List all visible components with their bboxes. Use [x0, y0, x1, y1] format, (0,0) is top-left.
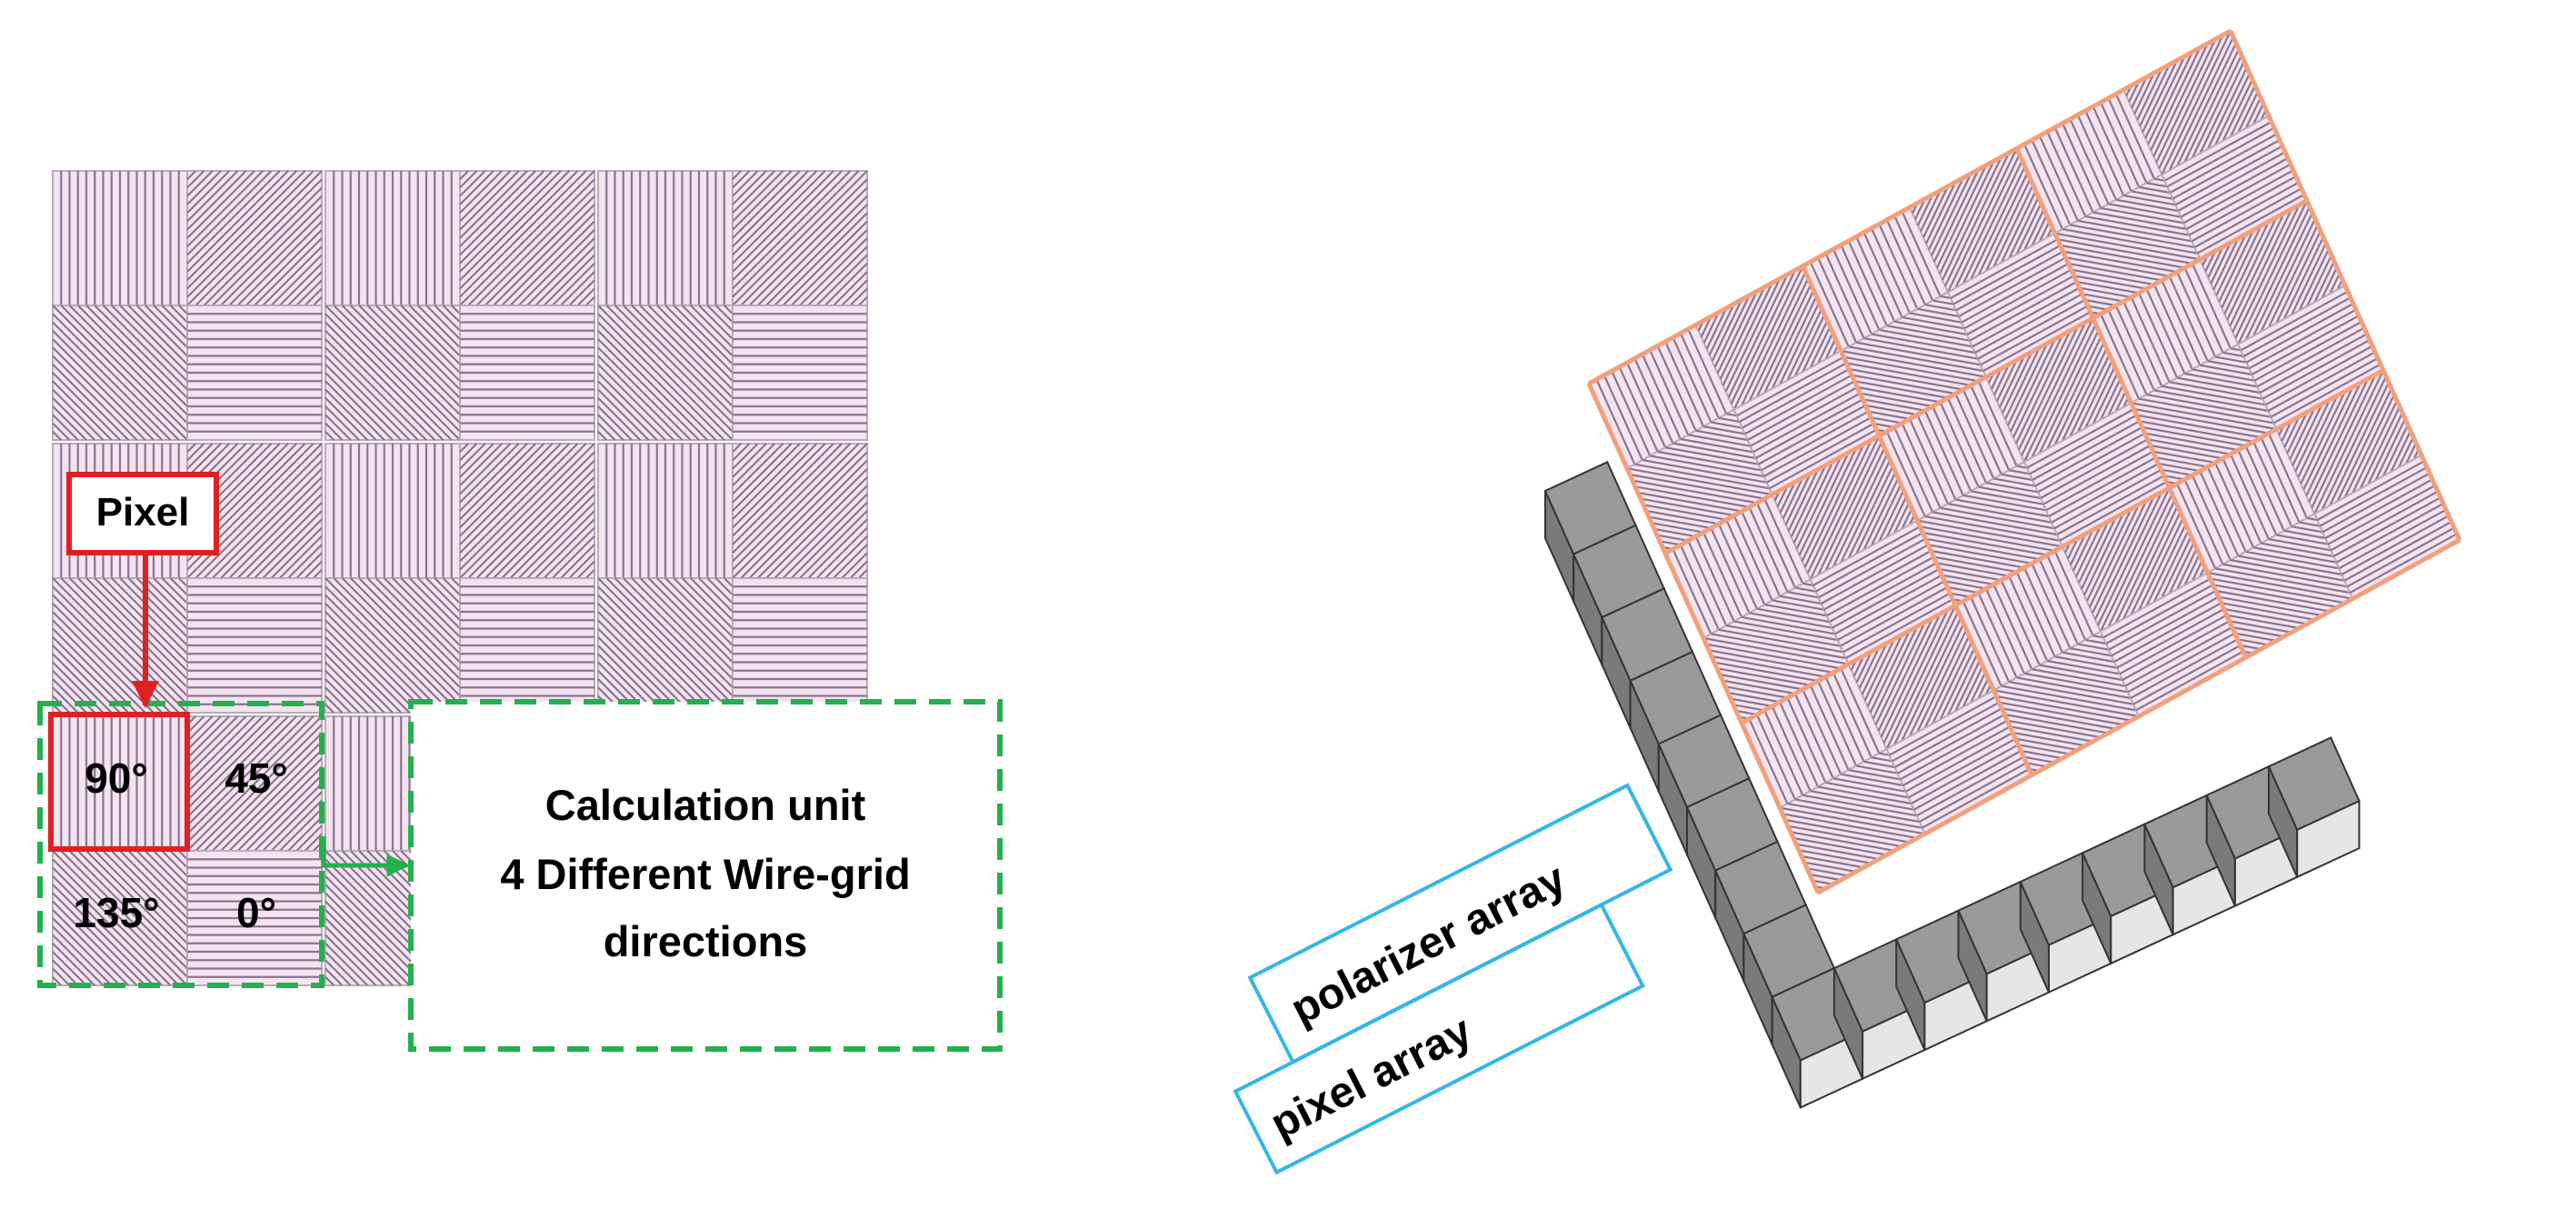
polarizer-tile [1663, 493, 1812, 640]
wire-grid-tile [52, 305, 188, 441]
polarizer-tile [2015, 88, 2163, 235]
polarizer-tile [1587, 323, 1735, 470]
wire-grid-tile [186, 443, 323, 579]
angle-label-0: 0° [236, 889, 276, 936]
wire-grid-tile [52, 170, 188, 306]
polarizer-unit-border [1816, 537, 2461, 895]
wire-grid-tile [459, 443, 595, 579]
angle-label-135: 135° [73, 889, 159, 936]
polarizer-tile [1984, 316, 2132, 464]
polarizer-array-3d [1586, 28, 2462, 895]
pixel-highlight-box [48, 712, 190, 852]
pixel-label: Pixel [96, 490, 190, 535]
wire-grid-tile [52, 715, 188, 852]
polarizer-tile [2313, 454, 2461, 601]
polarizer-tile [1908, 146, 2056, 294]
wire-grid-tile [324, 305, 461, 441]
polarizer-tile [2168, 427, 2316, 575]
callout-line-3: directions [604, 917, 808, 965]
wire-grid-tile [324, 443, 461, 579]
polarizer-tile [2061, 486, 2209, 634]
polarizer-tile [2099, 571, 2247, 718]
polarizer-tile [2206, 512, 2354, 659]
wire-grid-tile [324, 170, 461, 306]
polarizer-tile [1847, 604, 1995, 751]
polarizer-unit-border [1587, 28, 2232, 386]
polarizer-tile [2053, 173, 2202, 320]
wire-grid-tile [597, 305, 734, 441]
wire-grid-tile [186, 715, 323, 852]
polarizer-unit-border [2228, 29, 2462, 542]
wire-grid-tile [459, 170, 595, 306]
polarizer-unit-border [1740, 368, 2385, 725]
pixel-array-3d [1543, 460, 2361, 1109]
wire-grid-tile [732, 577, 868, 714]
wire-grid-tile [186, 305, 323, 441]
callout-line-2: 4 Different Wire-grid [500, 850, 910, 898]
polarizer-tile [1954, 545, 2102, 692]
wire-grid-tile [597, 443, 734, 579]
polarizer-tile [2092, 257, 2240, 405]
wire-grid-tile [459, 305, 595, 441]
angle-label-90: 90° [85, 754, 148, 802]
polarizer-unit-border [1663, 198, 2309, 555]
wire-grid-tile [324, 577, 461, 714]
polarizer-tile [2122, 29, 2271, 176]
polarizer-unit-border [1801, 265, 2034, 776]
polarizer-tile [1732, 349, 1881, 496]
wire-grid-tile [459, 577, 595, 714]
angle-label-45: 45° [225, 754, 288, 802]
wire-grid-tile [52, 577, 188, 714]
polarizer-tile [2199, 199, 2347, 346]
wire-grid-tile [732, 443, 868, 579]
wire-grid-tile [732, 170, 868, 306]
polarizer-tile [2130, 343, 2278, 490]
wire-grid-tile [186, 850, 323, 986]
polarizer-tile [1625, 408, 1773, 555]
sensor-stack-3d [1543, 28, 2462, 1109]
wire-grid-tile [732, 305, 868, 441]
wire-grid-tile [597, 577, 734, 714]
wire-grid-tile [186, 577, 323, 714]
polarizer-tile [2275, 368, 2423, 515]
polarizer-array-label-box [1247, 783, 1673, 1064]
polarizer-tile [1771, 434, 1919, 581]
polarizer-tile [1946, 232, 2094, 379]
polarizer-tile [1916, 460, 2064, 607]
wire-grid-tile [186, 170, 323, 306]
polarizer-tile [2161, 114, 2309, 261]
pixel-cube [1894, 909, 1989, 1052]
polarizer-tile [1809, 519, 1957, 666]
polarizer-unit-border [2014, 147, 2248, 659]
wire-grid-tile [597, 170, 734, 306]
wire-grid-tile [52, 850, 188, 986]
pixel-cube [2267, 736, 2361, 879]
pixel-label-box [66, 472, 219, 555]
calculation-unit-arrow [321, 836, 410, 877]
calculation-unit-callout [408, 699, 1003, 1052]
polarizer-unit-border [1586, 382, 1821, 894]
callout-line-1: Calculation unit [545, 781, 866, 829]
polarizer-tile [1694, 265, 1842, 412]
polarizer-tile [1702, 577, 1850, 724]
